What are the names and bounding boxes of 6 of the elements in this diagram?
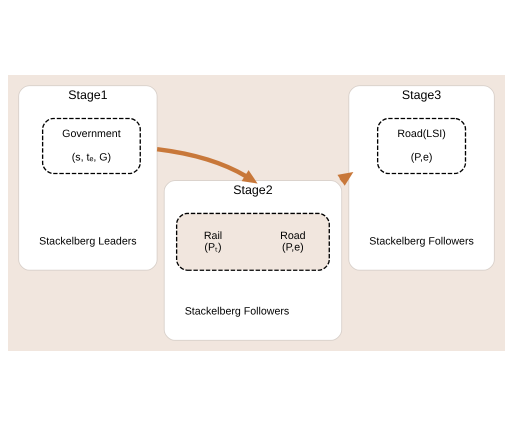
arrow: [156, 146, 258, 184]
node-box: Road(LSI) (P,e): [376, 117, 466, 174]
node-box: Government (s, tₑ, G): [42, 117, 141, 174]
node-text: Rail (Pₜ): [204, 229, 222, 253]
cluster: [176, 212, 330, 270]
node-text: Road (P,e): [280, 229, 306, 253]
